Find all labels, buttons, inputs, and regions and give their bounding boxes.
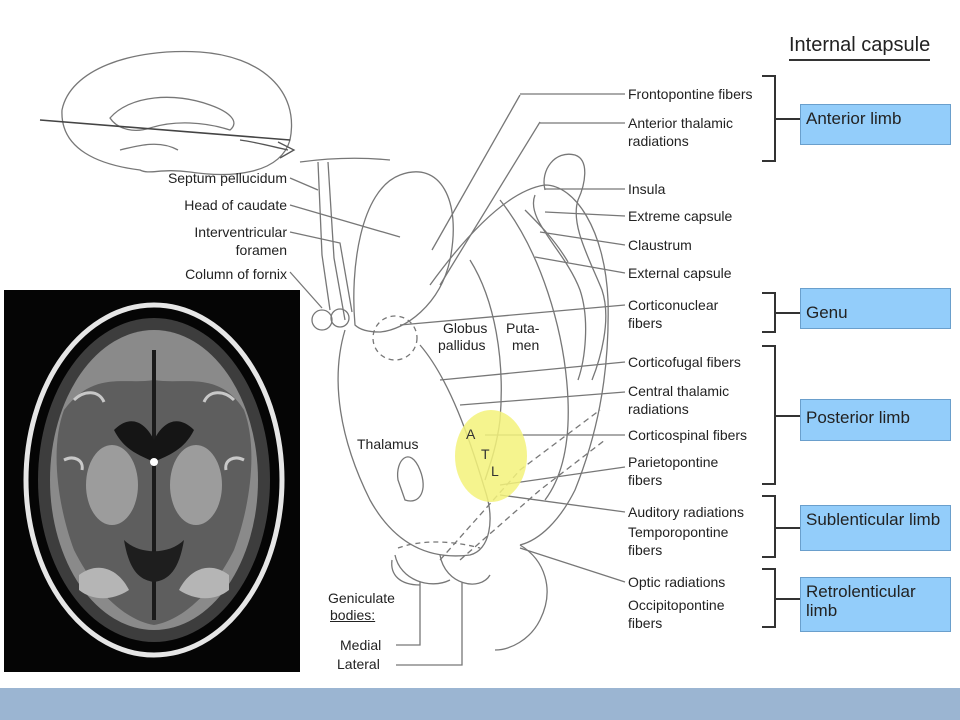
label-pallidus: pallidus bbox=[438, 337, 486, 353]
box-genu: Genu bbox=[800, 288, 951, 329]
mri-axial-image bbox=[4, 290, 300, 672]
label-parietopontine-fibers: fibers bbox=[628, 472, 663, 488]
atl-letter-t: T bbox=[481, 446, 490, 462]
tick-retrolenticular bbox=[776, 598, 800, 600]
label-bodies: bodies: bbox=[330, 607, 376, 623]
box-sublenticular-limb: Sublenticular limb bbox=[800, 505, 951, 551]
bracket-genu bbox=[762, 292, 776, 333]
label-geniculate: Geniculate bbox=[328, 590, 395, 606]
label-interventricular: Interventricular bbox=[194, 224, 287, 240]
label-auditory-radiations: Auditory radiations bbox=[628, 504, 744, 520]
box-posterior-limb: Posterior limb bbox=[800, 399, 951, 441]
label-claustrum: Claustrum bbox=[628, 237, 692, 253]
tick-sublenticular bbox=[776, 527, 800, 529]
label-anterior-thalamic: Anterior thalamic bbox=[628, 115, 734, 131]
label-septum-pellucidum: Septum pellucidum bbox=[167, 170, 287, 186]
label-occipitopontine: Occipitopontine bbox=[628, 597, 725, 613]
tick-anterior bbox=[776, 118, 800, 120]
label-corticospinal-fibers: Corticospinal fibers bbox=[628, 427, 748, 443]
label-temporopontine: Temporopontine bbox=[628, 524, 729, 540]
label-corticofugal-fibers: Corticofugal fibers bbox=[628, 354, 741, 370]
label-optic-radiations: Optic radiations bbox=[628, 574, 726, 590]
label-putamen-1: Puta- bbox=[506, 320, 540, 336]
box-retrolenticular-limb: Retrolenticular limb bbox=[800, 577, 951, 632]
label-corticonuclear: Corticonuclear bbox=[628, 297, 719, 313]
label-head-of-caudate: Head of caudate bbox=[184, 197, 287, 213]
label-anterior-thalamic-radiations: radiations bbox=[628, 133, 689, 149]
bracket-retrolenticular bbox=[762, 568, 776, 628]
label-central-thalamic-radiations: radiations bbox=[628, 401, 689, 417]
label-frontopontine-fibers: Frontopontine fibers bbox=[628, 86, 753, 102]
label-temporopontine-fibers: fibers bbox=[628, 542, 663, 558]
label-occipitopontine-fibers: fibers bbox=[628, 615, 663, 631]
diagram-title: Internal capsule bbox=[789, 34, 931, 61]
label-thalamus: Thalamus bbox=[357, 436, 419, 452]
bracket-anterior bbox=[762, 75, 776, 162]
label-central-thalamic: Central thalamic bbox=[628, 383, 730, 399]
footer-bar bbox=[0, 688, 960, 720]
label-putamen-2: men bbox=[512, 337, 540, 353]
bracket-posterior bbox=[762, 345, 776, 485]
label-lateral: Lateral bbox=[337, 656, 380, 672]
tick-posterior bbox=[776, 415, 800, 417]
label-parietopontine: Parietopontine bbox=[628, 454, 719, 470]
label-medial: Medial bbox=[340, 637, 382, 653]
label-insula: Insula bbox=[628, 181, 666, 197]
label-corticonuclear-fibers: fibers bbox=[628, 315, 663, 331]
label-column-of-fornix: Column of fornix bbox=[185, 266, 287, 282]
label-globus: Globus bbox=[443, 320, 488, 336]
bracket-sublenticular bbox=[762, 495, 776, 558]
atl-letter-l: L bbox=[491, 463, 499, 479]
tick-genu bbox=[776, 312, 800, 314]
label-extreme-capsule: Extreme capsule bbox=[628, 208, 733, 224]
label-external-capsule: External capsule bbox=[628, 265, 732, 281]
box-anterior-limb: Anterior limb bbox=[800, 104, 951, 145]
label-foramen: foramen bbox=[235, 242, 287, 258]
atl-letter-a: A bbox=[466, 426, 476, 442]
